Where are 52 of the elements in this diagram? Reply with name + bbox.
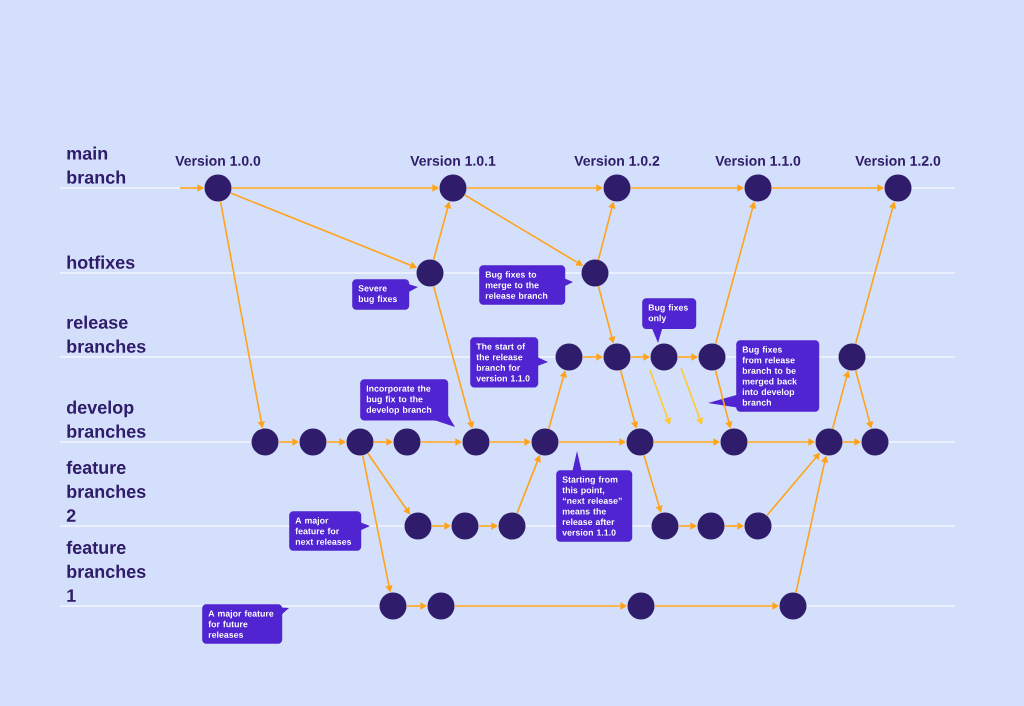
- commit-circle: [744, 512, 772, 540]
- commit-circle: [651, 512, 679, 540]
- callout-bubble: Bug fixes to merge to the release branch: [479, 265, 573, 305]
- commit-circle: [815, 428, 843, 456]
- commit-circle: [603, 174, 631, 202]
- commit-circle: [581, 259, 609, 287]
- version-label: Version 1.2.0: [855, 155, 941, 166]
- lane-label: main branch: [67, 146, 126, 184]
- commit-circle: [416, 259, 444, 287]
- callout-bubble: Bug fixes only: [642, 298, 697, 343]
- commit-circle: [299, 428, 327, 456]
- lane-label: develop branches: [66, 400, 146, 438]
- commit-circle: [698, 343, 726, 371]
- callout-bubble: Incorporate the bug fix to the develop branch: [360, 379, 455, 427]
- lane-label: feature branches 1: [66, 540, 146, 602]
- commit-circle: [650, 343, 678, 371]
- callout-bubble: A major feature for future releases: [202, 604, 289, 644]
- callout-bubble: Starting from this point, “next release” means the release after version 1.1.0: [556, 451, 633, 542]
- commit-circle: [427, 592, 455, 620]
- commit-circle: [861, 428, 889, 456]
- commit-circle: [439, 174, 467, 202]
- commit-circle: [627, 592, 655, 620]
- version-label: Version 1.0.2: [574, 155, 660, 166]
- commit-circle: [884, 174, 912, 202]
- commit-circle: [251, 428, 279, 456]
- commit-circle: [555, 343, 583, 371]
- callout-bubble: The start of the release branch for version 1.1.0: [470, 337, 548, 388]
- commit-circle: [626, 428, 654, 456]
- commit-circle: [744, 174, 772, 202]
- commit-circle: [379, 592, 407, 620]
- version-label: Version 1.0.0: [175, 155, 261, 166]
- version-label: Version 1.0.1: [410, 155, 496, 166]
- lane-label: hotfixes: [67, 255, 135, 269]
- callout-bubble: Severe bug fixes: [352, 279, 418, 310]
- commit-circle: [462, 428, 490, 456]
- commit-circle: [603, 343, 631, 371]
- commit-circle: [531, 428, 559, 456]
- commit-circle: [346, 428, 374, 456]
- commit-circle: [498, 512, 526, 540]
- version-label: Version 1.1.0: [715, 155, 801, 166]
- commit-circle: [204, 174, 232, 202]
- commit-circle: [779, 592, 807, 620]
- commit-circle: [697, 512, 725, 540]
- commit-circle: [838, 343, 866, 371]
- commit-circle: [404, 512, 432, 540]
- commit-circle: [393, 428, 421, 456]
- lane-label: release branches: [67, 315, 146, 353]
- commit-circle: [720, 428, 748, 456]
- callout-bubble: Bug fixes from release branch to be merged back into develop branch: [708, 340, 820, 412]
- callout-bubble: A major feature for next releases: [289, 511, 370, 551]
- lane-label: feature branches 2: [66, 460, 146, 522]
- commit-circle: [451, 512, 479, 540]
